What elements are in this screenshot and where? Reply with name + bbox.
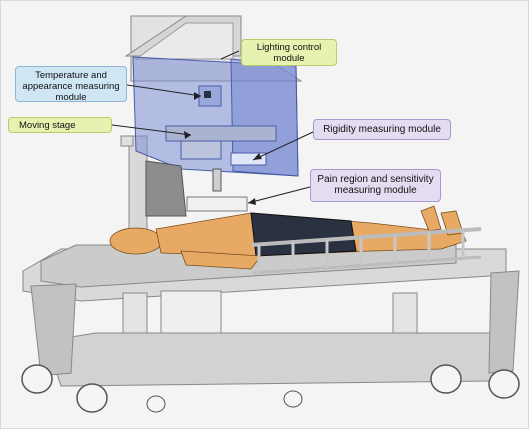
bed-head-panel [489, 271, 519, 373]
bed-leg-left [123, 293, 147, 338]
pain-sensor-head [187, 197, 247, 211]
label-temperature-module: Temperature and appearance measuring mod… [15, 66, 127, 102]
label-lighting-line2: module [246, 53, 332, 64]
shield-panel [146, 161, 186, 216]
stage-bracket [121, 136, 133, 146]
stage-carriage [181, 141, 221, 159]
patient-shorts [251, 213, 356, 256]
bed-leg-right [393, 293, 417, 338]
label-lighting-line1: Lighting control [246, 42, 332, 53]
label-moving-stage: Moving stage [8, 117, 112, 133]
label-lighting-control-module: Lighting control module [241, 39, 337, 66]
bed-foot-panel [31, 284, 76, 376]
label-rigidity-module: Rigidity measuring module [313, 119, 451, 140]
label-temperature-line3: module [20, 92, 122, 103]
label-pain-line2: measuring module [315, 185, 436, 196]
label-pain-line1: Pain region and sensitivity [315, 174, 436, 185]
label-temperature-line2: appearance measuring [20, 81, 122, 92]
probe-rod [213, 169, 221, 191]
camera-lens [204, 91, 211, 98]
label-temperature-line1: Temperature and [20, 70, 122, 81]
label-pain-module: Pain region and sensitivity measuring mo… [310, 169, 441, 202]
patient-foot-left [421, 206, 441, 231]
patient-head [110, 228, 162, 254]
